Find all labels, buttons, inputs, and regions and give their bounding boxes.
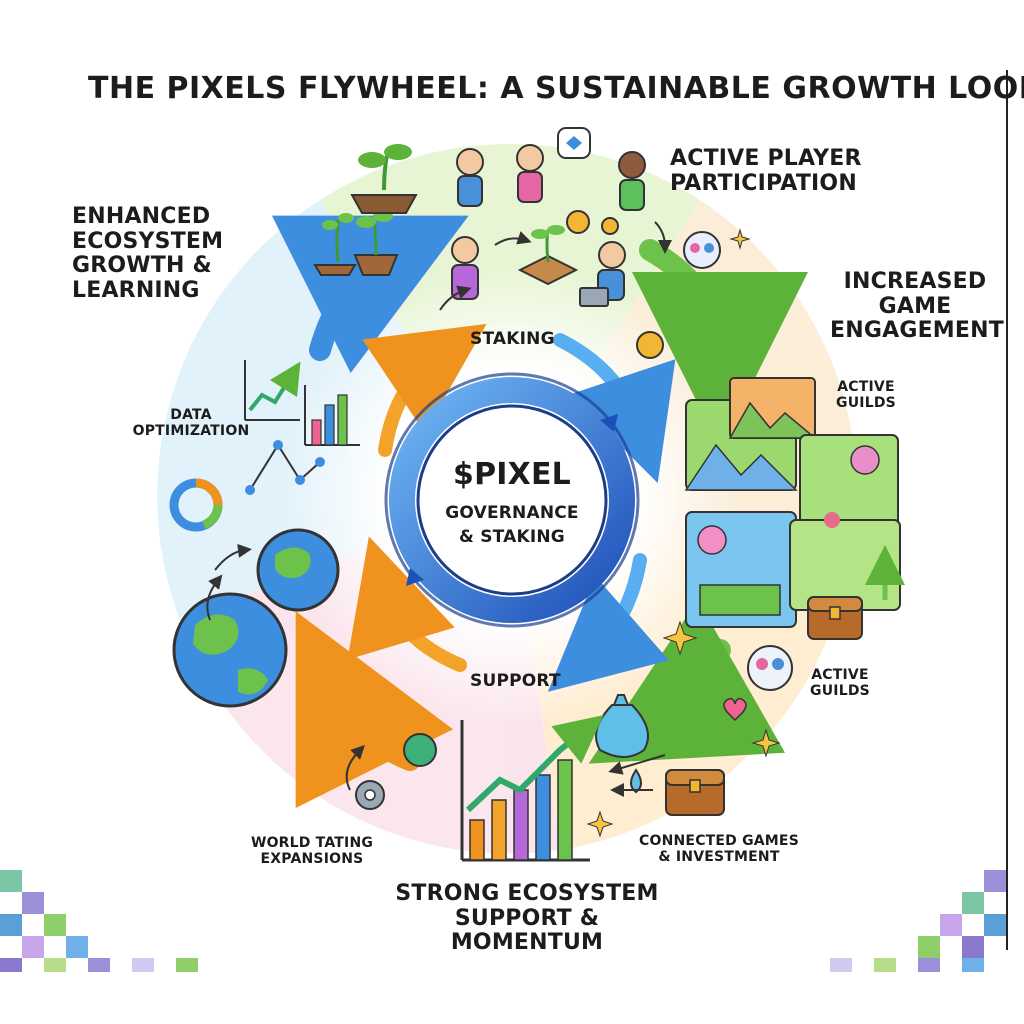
world-line2: EXPANSIONS (232, 852, 392, 868)
guilds-top-line2: GUILDS (826, 396, 906, 412)
core-ring (386, 374, 638, 626)
pixel-decoration-right (830, 870, 1006, 972)
page-title: THE PIXELS FLYWHEEL: A SUSTAINABLE GROWT… (88, 72, 1024, 106)
support-label: SUPPORT (470, 672, 561, 691)
game-engagement-label: INCREASED GAME ENGAGEMENT (830, 270, 1000, 344)
investment-line2: & INVESTMENT (624, 850, 814, 866)
player-line1: ACTIVE PLAYER (670, 147, 862, 172)
engagement-line1: INCREASED (830, 270, 1000, 295)
guilds-top-line1: ACTIVE (826, 380, 906, 396)
player-line2: PARTICIPATION (670, 172, 862, 197)
engagement-line3: ENGAGEMENT (830, 319, 1000, 344)
player-participation-label: ACTIVE PLAYER PARTICIPATION (670, 147, 862, 196)
growth-line3: GROWTH & (72, 254, 223, 279)
staking-label: STAKING (470, 330, 555, 349)
pixel-decoration-left (0, 870, 198, 972)
active-guilds-bottom-label: ACTIVE GUILDS (800, 668, 880, 699)
growth-line2: ECOSYSTEM (72, 230, 223, 255)
community-icon (684, 232, 720, 268)
core-staking-label: & STAKING (432, 528, 592, 547)
investment-line1: CONNECTED GAMES (624, 834, 814, 850)
support-line1: STRONG ECOSYSTEM (382, 882, 672, 907)
support-line2: SUPPORT & MOMENTUM (382, 907, 672, 956)
gear-icon (356, 781, 384, 809)
growth-line4: LEARNING (72, 279, 223, 304)
ecosystem-support-label: STRONG ECOSYSTEM SUPPORT & MOMENTUM (382, 882, 672, 956)
core-token-label: $PIXEL (432, 458, 592, 492)
active-guilds-top-label: ACTIVE GUILDS (826, 380, 906, 411)
core-governance-label: GOVERNANCE (432, 504, 592, 523)
data-optimization-label: DATA OPTIMIZATION (126, 408, 256, 439)
guilds-bottom-line2: GUILDS (800, 684, 880, 700)
engagement-line2: GAME (830, 295, 1000, 320)
guilds-bottom-line1: ACTIVE (800, 668, 880, 684)
ecosystem-growth-label: ENHANCED ECOSYSTEM GROWTH & LEARNING (72, 205, 223, 304)
growth-line1: ENHANCED (72, 205, 223, 230)
connected-games-label: CONNECTED GAMES & INVESTMENT (624, 834, 814, 865)
world-expansions-label: WORLD TATING EXPANSIONS (232, 836, 392, 867)
data-line1: DATA (126, 408, 256, 424)
right-border-line (1006, 70, 1008, 950)
data-line2: OPTIMIZATION (126, 424, 256, 440)
world-line1: WORLD TATING (232, 836, 392, 852)
